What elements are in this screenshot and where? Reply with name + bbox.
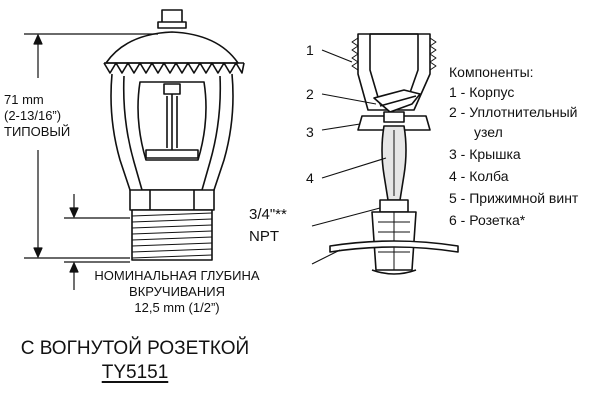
sprinkler-section (329, 33, 459, 275)
typical-label: ТИПОВЫЙ (4, 124, 71, 139)
components-heading: Компоненты: (449, 64, 534, 80)
callout-4: 4 (306, 170, 314, 186)
sprinkler-exterior (103, 9, 245, 261)
component-1: 1 - Корпус (449, 84, 515, 100)
height-inches: (2-13/16”) (4, 108, 62, 123)
callout-3: 3 (306, 124, 314, 140)
engagement-line2: ВКРУЧИВАНИЯ (129, 284, 225, 299)
thread-type: NPT (249, 228, 279, 245)
engagement-line1: НОМИНАЛЬНАЯ ГЛУБИНА (94, 268, 260, 283)
engagement-dimension (64, 194, 130, 290)
component-2-cont: узел (474, 124, 503, 140)
callout-2: 2 (306, 86, 314, 102)
caption-title: С ВОГНУТОЙ РОЗЕТКОЙ (20, 338, 250, 359)
component-2: 2 - Уплотнительный (449, 104, 578, 120)
callout-1: 1 (306, 42, 314, 58)
engagement-value: 12,5 mm (1/2”) (134, 300, 220, 315)
callout-leaders (311, 49, 387, 265)
height-dimension (24, 33, 158, 259)
component-3: 3 - Крышка (449, 146, 521, 162)
component-4: 4 - Колба (449, 168, 509, 184)
height-mm: 71 mm (4, 92, 44, 107)
component-5: 5 - Прижимной винт (449, 190, 579, 206)
component-6: 6 - Розетка* (449, 212, 526, 228)
caption-model: TY5151 (101, 362, 169, 383)
thread-size: 3/4"** (249, 206, 287, 223)
